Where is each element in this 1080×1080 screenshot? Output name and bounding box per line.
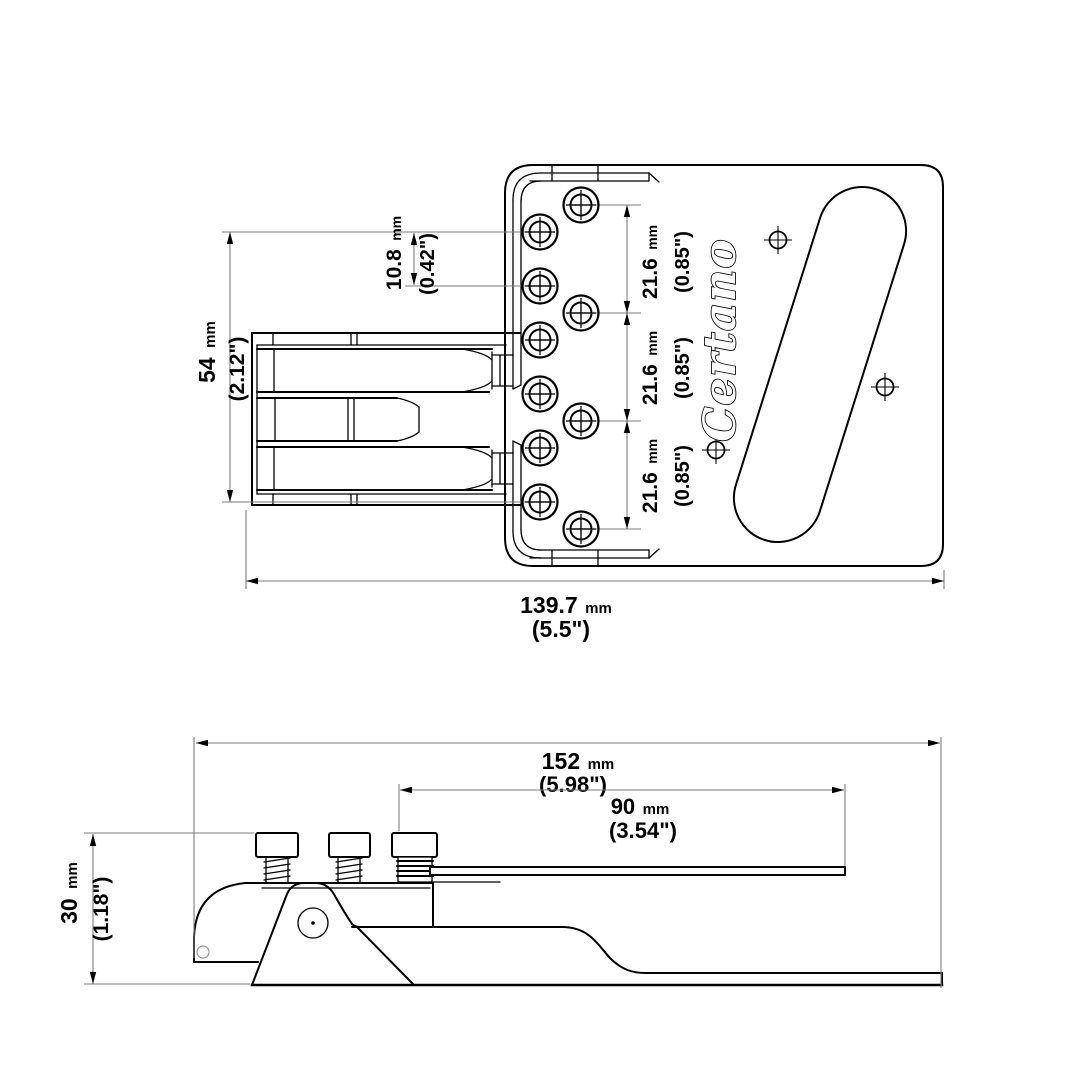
- dim-hole-spacing: 21.6 mm (0.85") 21.6 mm (0.85") 21.6 mm …: [623, 205, 694, 529]
- string-hole: [521, 213, 559, 251]
- screw-with-spring: [391, 832, 438, 883]
- brand-logo: Certano: [695, 238, 746, 441]
- bracket-hole: [196, 945, 210, 959]
- dim-label-inches: (2.12"): [226, 337, 249, 402]
- dim-hole-offset: 10.8 mm (0.42"): [383, 216, 439, 295]
- side-view: 152 mm (5.98") 90 mm (3.54"): [56, 737, 944, 988]
- top-view: Certano: [194, 164, 945, 642]
- dim-label: 152 mm: [542, 748, 615, 774]
- dim-label: 10.8 mm: [383, 216, 406, 290]
- dim-total-length: 152 mm (5.98"): [193, 737, 942, 988]
- dim-label-inches: (0.85"): [672, 231, 694, 293]
- screw: [255, 832, 299, 883]
- dim-height: 30 mm (1.18"): [56, 832, 254, 985]
- string-hole: [562, 186, 600, 224]
- dim-label-inches: (0.42"): [417, 233, 439, 295]
- string-hole: [521, 267, 559, 305]
- string-hole: [521, 321, 559, 359]
- dim-label-inches: (0.85"): [672, 445, 694, 507]
- dim-label-inches: (3.54"): [609, 818, 677, 843]
- dim-label: 21.6 mm: [639, 331, 662, 405]
- dim-label: 30 mm: [56, 862, 82, 924]
- pickup-slot: [732, 185, 908, 544]
- string-hole: [521, 483, 559, 521]
- screw: [328, 832, 371, 883]
- dim-label-inches: (1.18"): [90, 877, 113, 942]
- dim-arm-length: 90 mm (3.54"): [398, 784, 846, 866]
- dim-label-inches: (5.5"): [532, 616, 590, 642]
- adjustment-screws: [255, 832, 438, 883]
- pivot-hole: [297, 907, 329, 939]
- string-hole: [562, 402, 600, 440]
- dim-label: 90 mm: [611, 794, 670, 819]
- screw-marker-icon: [870, 372, 900, 402]
- dim-fork-height: 54 mm (2.12"): [194, 232, 249, 502]
- dim-label: 21.6 mm: [639, 225, 662, 299]
- dim-label: 54 mm: [194, 321, 220, 383]
- string-hole: [562, 510, 600, 548]
- string-hole: [521, 375, 559, 413]
- string-holes: [521, 186, 600, 548]
- string-hole: [562, 294, 600, 332]
- press-bar: [429, 866, 846, 876]
- dim-label: 21.6 mm: [639, 439, 662, 513]
- string-hole: [521, 429, 559, 467]
- dim-label: 139.7 mm: [520, 592, 612, 618]
- dim-label-inches: (5.98"): [539, 772, 607, 797]
- dim-plate-width: 139.7 mm (5.5"): [245, 510, 945, 642]
- dim-label-inches: (0.85"): [672, 337, 694, 399]
- body-profile: [193, 881, 944, 987]
- screw-marker-icon: [763, 225, 793, 255]
- bender-fork: [251, 332, 521, 506]
